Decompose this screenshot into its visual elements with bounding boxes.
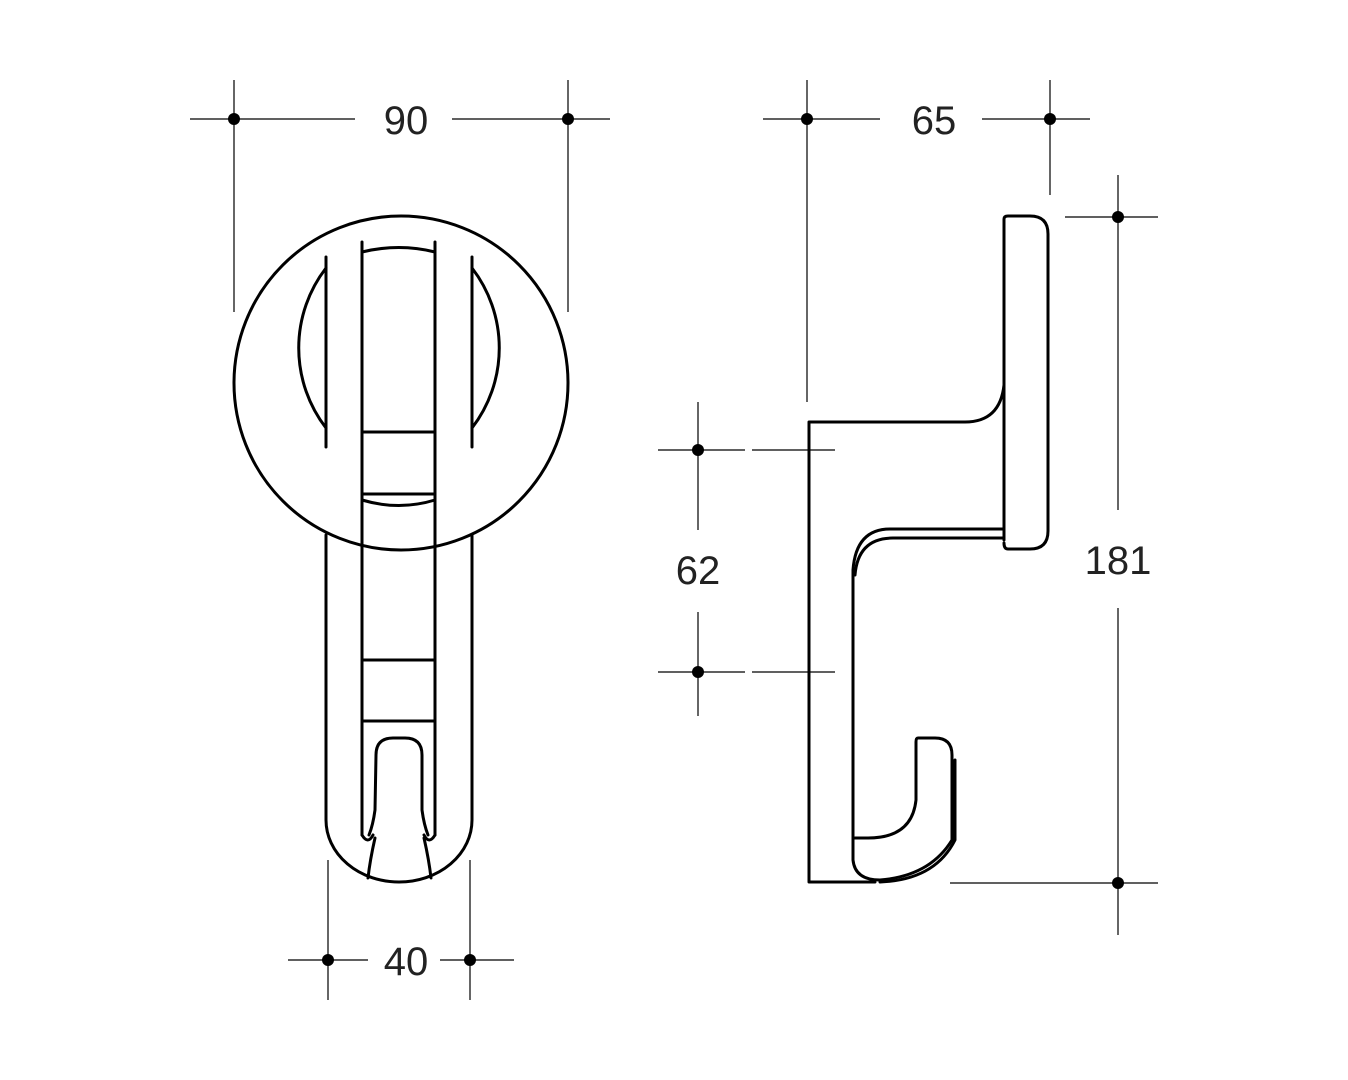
dimension-label-90: 90 [384, 99, 429, 143]
hook-arm-upper [807, 383, 1006, 884]
front-view [232, 214, 570, 884]
rosette-outer-circle [232, 214, 570, 552]
hook-arm-lower [851, 527, 1006, 882]
front-body-outline [324, 533, 474, 884]
dimension-62: 62 [658, 402, 835, 716]
dimension-181: 181 [950, 175, 1158, 935]
dimension-label-40: 40 [384, 940, 429, 984]
side-view [807, 214, 1050, 884]
rosette-inner-arc-left [297, 266, 328, 430]
center-top-arc [360, 246, 437, 254]
front-hook [360, 736, 437, 880]
dimension-65: 65 [763, 80, 1090, 402]
rosette-inner-arc-right [470, 266, 501, 430]
dimension-label-62: 62 [676, 549, 721, 593]
dimension-40: 40 [288, 860, 514, 1000]
dimension-90: 90 [190, 80, 610, 312]
center-bottom-arc [360, 498, 437, 507]
dimension-label-65: 65 [912, 99, 957, 143]
dimension-label-181: 181 [1085, 539, 1152, 583]
hook-arm-lower-edge [853, 536, 1006, 884]
wall-plate [1002, 214, 1050, 551]
